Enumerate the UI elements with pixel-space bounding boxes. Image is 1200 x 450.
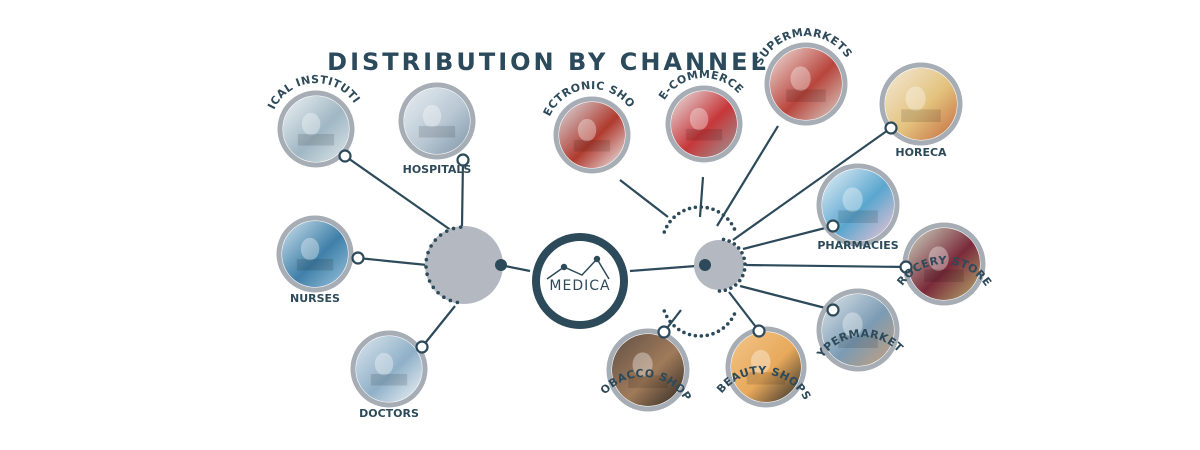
doctors-connector: [422, 306, 455, 347]
channel-beauty-shops: BEAUTY SHOPS: [714, 326, 814, 406]
photo-shadow: [297, 259, 333, 271]
channel-nurses: NURSES: [279, 218, 364, 305]
hypermarkets-connector: [740, 286, 833, 310]
photo-shadow: [686, 129, 722, 141]
top-branch-dotted-arc: [662, 205, 736, 234]
medica-logo: MEDICA: [536, 237, 624, 325]
channel-label: DOCTORS: [359, 407, 419, 420]
photo-shadow: [419, 126, 455, 138]
medica-logo-dot: [594, 256, 600, 262]
channel-label: HOSPITALS: [403, 163, 472, 176]
photo-shadow: [298, 134, 334, 146]
channel-horeca: HORECA: [882, 65, 960, 159]
photo-highlight: [843, 187, 863, 211]
photo-shadow: [924, 269, 964, 282]
photo-shadow: [786, 89, 826, 102]
channel-supermarkets: SUPERMARKETS: [752, 26, 855, 123]
channel-tobacco-shops: TOBACCO SHOPS: [0, 0, 694, 409]
medica-logo-text: MEDICA: [549, 278, 610, 294]
photo-highlight: [791, 66, 811, 90]
channel-label: HORECA: [895, 146, 947, 159]
connector-dot: [417, 342, 428, 353]
photo-shadow: [371, 374, 407, 386]
e-commerce-connector: [700, 177, 703, 217]
photo-shadow: [901, 109, 941, 122]
channel-label: PHARMACIES: [817, 239, 898, 252]
connector-dot: [828, 305, 839, 316]
nurses-connector: [358, 258, 427, 265]
channel-e-commerce: E-COMMERCE: [656, 68, 746, 160]
photo-shadow: [574, 140, 610, 152]
photo-shadow: [838, 210, 878, 223]
photo-highlight: [375, 353, 393, 375]
medica-logo-dot: [561, 264, 567, 270]
channel-hospitals: HOSPITALS: [401, 85, 473, 176]
connector-dot: [340, 151, 351, 162]
bottom-branch-dotted-arc: [662, 309, 736, 338]
photo-highlight: [423, 105, 441, 127]
photo-highlight: [690, 108, 708, 130]
connector-dot: [659, 327, 670, 338]
left-hub-node: [495, 259, 507, 271]
connector-dot: [353, 253, 364, 264]
right-hub-node: [699, 259, 711, 271]
channel-label: NURSES: [290, 292, 340, 305]
electronic-shops-connector: [620, 180, 668, 217]
photo-highlight: [906, 86, 926, 110]
channel-label: TOBACCO SHOPS: [0, 0, 694, 403]
connector-dot: [828, 221, 839, 232]
photo-highlight: [301, 238, 319, 260]
connector-dot: [754, 326, 765, 337]
photo-highlight: [578, 119, 596, 141]
channel-pharmacies: PHARMACIES: [817, 166, 898, 252]
connector-dot: [886, 123, 897, 134]
photo-highlight: [302, 113, 320, 135]
channel-medical-institutions: MEDICAL INSTITUTIONS: [0, 0, 363, 165]
channel-doctors: DOCTORS: [353, 333, 428, 420]
beauty-shops-connector: [729, 292, 759, 331]
grocery-stores-connector: [746, 265, 906, 267]
